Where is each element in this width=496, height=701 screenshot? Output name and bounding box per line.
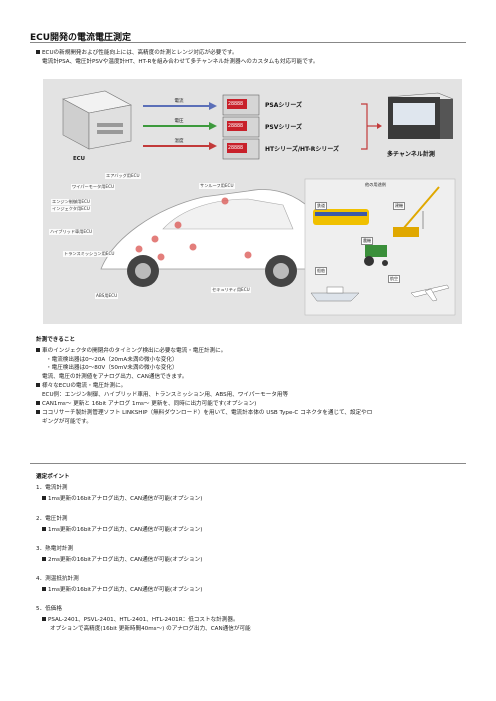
can-measure-line: ・電流検出器は0～20A（20mA未満の微小な変化） bbox=[46, 357, 178, 364]
train-icon bbox=[313, 209, 369, 225]
can-measure-line-text: 様々なECUの電流・電圧計測に。 bbox=[42, 383, 127, 389]
ecu-label: ECU bbox=[73, 156, 86, 162]
bullet-square-icon bbox=[42, 587, 46, 591]
other-uses-title: 他の用途例 bbox=[365, 182, 386, 187]
title-rule bbox=[30, 42, 466, 43]
point-detail-text: 1ms更新の16bitアナログ出力、CAN通信が可能(オプション) bbox=[48, 496, 203, 502]
bullet-square-icon bbox=[42, 617, 46, 621]
combine-arrow bbox=[361, 103, 382, 150]
signal-current-label: 電流 bbox=[174, 99, 184, 104]
car-part-label: セキュリティ用ECU bbox=[211, 287, 251, 293]
ecu-unit-icon bbox=[62, 90, 132, 150]
multi-channel-label: 多チャンネル計測 bbox=[387, 151, 435, 158]
figure-artwork bbox=[62, 90, 456, 316]
point-detail-text: 1ms更新の16bitアナログ出力、CAN通信が可能(オプション) bbox=[48, 587, 203, 593]
series-ht: HTシリーズ/HT-Rシリーズ bbox=[265, 146, 340, 153]
bullet-square-icon bbox=[36, 348, 40, 352]
ecu-measurement-figure: ECU 電流 電圧 温度 28888 28888 28888 PSAシリーズ P… bbox=[43, 79, 462, 324]
point-detail: 1ms更新の16bitアナログ出力、CAN通信が可能(オプション) bbox=[42, 496, 202, 503]
bullet-square-icon bbox=[42, 496, 46, 500]
point-title: 3．熱電対計測 bbox=[36, 546, 74, 552]
can-measure-line: ・電圧検出器は0～80V（50mV未満の微小な変化） bbox=[46, 365, 178, 372]
car-part-label: ABS用ECU bbox=[95, 293, 119, 299]
series-psv: PSVシリーズ bbox=[265, 124, 303, 131]
point-detail: PSAL-2401、PSVL-2401、HTL-2401、HTL-2401R：低… bbox=[42, 617, 239, 624]
meter-readout: 28888 bbox=[228, 145, 244, 151]
intro-line-2: 電流計PSA、電圧計PSVや温度計HT、HT-Rを組み合わせて多チャンネル計測器… bbox=[42, 59, 319, 65]
car-part-label: ハイブリッド車用ECU bbox=[49, 229, 94, 235]
point-detail: オプションで高精度(16bit 更新時間40ms～) のアナログ出力、CAN通信… bbox=[50, 626, 251, 633]
car-part-label: トランスミッション用ECU bbox=[63, 251, 116, 257]
can-measure-line-text: ・電流検出器は0～20A（20mA未満の微小な変化） bbox=[46, 357, 178, 363]
use-construction: 建機 bbox=[393, 202, 405, 210]
point-title: 4．測温抵抗計測 bbox=[36, 576, 79, 582]
point-detail-text: PSAL-2401、PSVL-2401、HTL-2401、HTL-2401R：低… bbox=[48, 617, 239, 623]
use-aviation: 航空 bbox=[388, 275, 400, 283]
signal-voltage-label: 電圧 bbox=[174, 119, 184, 124]
panel-meters-icon bbox=[222, 94, 260, 160]
airplane-icon bbox=[410, 284, 450, 302]
use-agriculture: 農機 bbox=[361, 237, 373, 245]
bullet-square-icon bbox=[36, 401, 40, 405]
can-measure-line: CAN1ms～ 更新と 16bit アナログ 1ms～ 更新を、同時に出力可能で… bbox=[36, 401, 256, 408]
can-measure-line: 様々なECUの電流・電圧計測に。 bbox=[36, 383, 126, 390]
crane-icon bbox=[393, 186, 440, 237]
multi-channel-device-icon bbox=[387, 92, 454, 139]
car-part-label: ワイパーモータ用ECU bbox=[71, 184, 116, 190]
can-measure-line-text: CAN1ms～ 更新と 16bit アナログ 1ms～ 更新を、同時に出力可能で… bbox=[42, 401, 257, 407]
ship-icon bbox=[310, 286, 360, 302]
intro-line-1: ECUの新規開発および性能向上には、高精度の計測とレンジ対応が必要です。 bbox=[36, 50, 238, 57]
can-measure-line: ギングが可能です。 bbox=[42, 419, 92, 426]
point-detail-text: 2ms更新の16bitアナログ出力、CAN通信が可能(オプション) bbox=[48, 557, 203, 563]
can-measure-line-text: ココリサーチ製計測管理ソフト LINKSHIP（無料ダウンロード）を用いて、電流… bbox=[42, 410, 373, 416]
can-measure-heading: 計測できること bbox=[36, 337, 76, 343]
can-measure-line-text: ECU例：エンジン制御、ハイブリッド車用、トランスミッション用、ABS用、ワイパ… bbox=[42, 392, 289, 398]
can-measure-line: ECU例：エンジン制御、ハイブリッド車用、トランスミッション用、ABS用、ワイパ… bbox=[42, 392, 288, 399]
point-detail: 1ms更新の16bitアナログ出力、CAN通信が可能(オプション) bbox=[42, 527, 202, 534]
point-detail-text: オプションで高精度(16bit 更新時間40ms～) のアナログ出力、CAN通信… bbox=[50, 626, 251, 632]
can-measure-line: ココリサーチ製計測管理ソフト LINKSHIP（無料ダウンロード）を用いて、電流… bbox=[36, 410, 372, 417]
point-title: 1．電流計測 bbox=[36, 485, 68, 491]
use-railway: 鉄道 bbox=[315, 202, 327, 210]
can-measure-line-text: 車のインジェクタの開閉弁のタイミング検出に必要な電流・電圧計測に。 bbox=[42, 348, 227, 354]
page-title: ECU開発の電流電圧測定 bbox=[30, 33, 132, 43]
use-ship: 船舶 bbox=[315, 267, 327, 275]
can-measure-line: 車のインジェクタの開閉弁のタイミング検出に必要な電流・電圧計測に。 bbox=[36, 348, 226, 355]
point-detail-text: 1ms更新の16bitアナログ出力、CAN通信が可能(オプション) bbox=[48, 527, 203, 533]
bullet-square-icon bbox=[42, 527, 46, 531]
bullet-square-icon bbox=[36, 383, 40, 387]
point-title: 5．低価格 bbox=[36, 606, 62, 612]
point-title: 2．電圧計測 bbox=[36, 516, 68, 522]
car-part-label: サンルーフ用ECU bbox=[199, 183, 235, 189]
can-measure-line-text: ギングが可能です。 bbox=[42, 419, 92, 425]
point-detail: 2ms更新の16bitアナログ出力、CAN通信が可能(オプション) bbox=[42, 557, 202, 564]
bullet-square-icon bbox=[36, 410, 40, 414]
signal-temperature-label: 温度 bbox=[174, 139, 184, 144]
car-part-label: エンジン制御用ECU bbox=[51, 199, 91, 205]
bullet-square-icon bbox=[42, 557, 46, 561]
car-part-label: エアバッグ用ECU bbox=[105, 173, 141, 179]
can-measure-line: 電流、電圧の計測値をアナログ出力、CAN通信できます。 bbox=[42, 374, 188, 381]
meter-readout: 28888 bbox=[228, 123, 244, 129]
meter-readout: 28888 bbox=[228, 101, 244, 107]
series-psa: PSAシリーズ bbox=[265, 102, 303, 109]
point-detail: 1ms更新の16bitアナログ出力、CAN通信が可能(オプション) bbox=[42, 587, 202, 594]
can-measure-line-text: 電流、電圧の計測値をアナログ出力、CAN通信できます。 bbox=[42, 374, 188, 380]
points-heading: 選定ポイント bbox=[36, 474, 70, 480]
tractor-icon bbox=[364, 245, 388, 266]
bullet-square-icon bbox=[36, 50, 40, 54]
can-measure-line-text: ・電圧検出器は0～80V（50mV未満の微小な変化） bbox=[46, 365, 178, 371]
car-cutaway-icon bbox=[100, 189, 334, 287]
signal-arrows bbox=[143, 102, 217, 150]
car-part-label: インジェクタ用ECU bbox=[51, 206, 91, 212]
section-rule bbox=[30, 463, 466, 464]
